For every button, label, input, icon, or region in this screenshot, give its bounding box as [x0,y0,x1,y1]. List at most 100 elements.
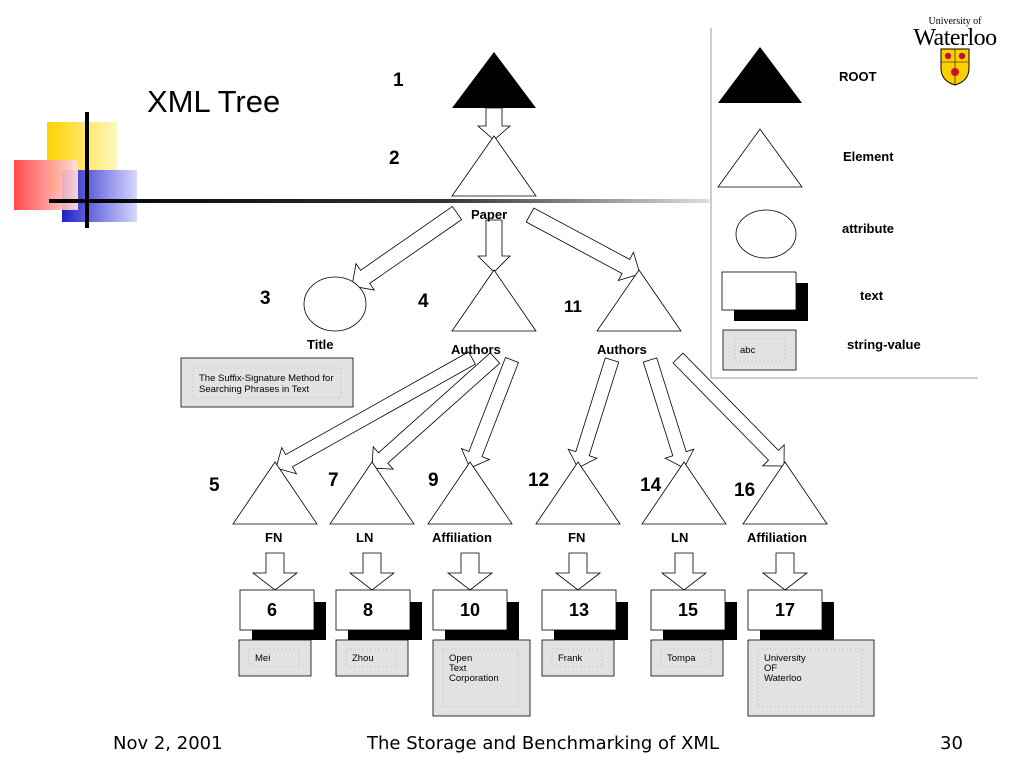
title-attribute-ellipse [303,276,367,332]
horizontal-divider [49,199,709,203]
string-value-13-line1: Frank [558,653,583,664]
element-triangle-ln-b [641,461,727,525]
footer-date: Nov 2, 2001 [113,733,223,754]
node-number-3: 3 [260,288,271,309]
legend-attribute-ellipse [735,209,797,259]
string-value-8-line1: Zhou [352,653,374,664]
node-label-paper: Paper [471,207,507,222]
node-number-2: 2 [389,148,400,169]
slide-title: XML Tree [147,84,281,119]
arrow-authors-b-affiliation [672,352,785,467]
arrow-to-text-15 [660,552,708,591]
legend-sample-value: abc [740,345,756,356]
string-value-10-line1: Open [449,653,472,664]
text-node-box-15 [650,589,726,631]
university-logo: University of Waterloo [900,16,1010,51]
element-triangle-ln-a [329,461,415,525]
node-number-12: 12 [528,470,549,491]
arrow-authors-a-fn [275,351,476,475]
arrow-to-text-10 [446,552,494,591]
logo-line1: University of [928,16,982,27]
arrow-authors-b-ln [642,357,695,469]
node-label-authors-a: Authors [451,342,501,357]
node-number-9: 9 [428,470,439,491]
element-triangle-fn-a [232,461,318,525]
legend-element-triangle [717,128,803,188]
string-value-17-line2: OF [764,663,777,674]
arrow-authors-a-affiliation [460,356,520,469]
title-value-line1: The Suffix-Signature Method for [199,373,333,384]
element-triangle-fn-b [535,461,621,525]
arrow-authors-b-fn [567,357,620,469]
arrow-to-text-6 [251,552,299,591]
paper-element-triangle [451,135,537,197]
node-number-4: 4 [418,291,429,312]
root-triangle [452,52,536,108]
string-value-10-line3: Corporation [449,673,499,684]
text-node-number-15: 15 [678,600,698,620]
text-node-number-17: 17 [775,600,795,620]
text-node-box-10 [432,589,508,631]
leaf-elements: 5FN6Mei7LN8Zhou9Affiliation10OpenTextCor… [209,461,875,717]
string-value-17-line3: Waterloo [764,673,802,684]
text-node-box-17 [747,589,823,631]
tree-arrows [275,107,785,475]
arrow-paper-authors-a [477,219,511,273]
footer-title: The Storage and Benchmarking of XML [367,733,719,754]
logo-line2: Waterloo [913,25,997,51]
string-value-box-13 [541,639,615,677]
text-node-box-8 [335,589,411,631]
arrow-to-text-8 [348,552,396,591]
legend-text-box [721,271,797,311]
arrow-to-text-17 [761,552,809,591]
text-node-number-10: 10 [460,600,480,620]
arrow-to-text-13 [554,552,602,591]
text-node-number-6: 6 [267,600,277,620]
node-label-title: Title [307,337,334,352]
title-value-line2: Searching Phrases in Text [199,384,310,395]
text-node-number-13: 13 [569,600,589,620]
legend-root-label: ROOT [839,69,877,84]
legend-string-value-label: string-value [847,337,921,352]
node-label-ln-a: LN [356,530,373,545]
element-triangle-aff-a [427,461,513,525]
legend-root-triangle [718,47,802,103]
authors-b-element-triangle [596,269,682,332]
title-value-box [180,357,354,408]
node-label-fn-b: FN [568,530,585,545]
string-value-17-line1: University [764,653,806,664]
footer-page-number: 30 [940,733,963,754]
element-triangle-aff-b [742,461,828,525]
arrow-paper-title [351,205,463,291]
legend-element-label: Element [843,149,894,164]
node-label-aff-a: Affiliation [432,530,492,545]
arrow-root-paper [476,107,512,141]
arrow-authors-a-ln [371,352,501,470]
node-number-1: 1 [393,70,404,91]
string-value-box-15 [650,639,724,677]
node-number-11: 11 [564,297,582,316]
string-value-box-8 [335,639,409,677]
legend-text-label: text [860,288,884,303]
node-label-fn-a: FN [265,530,282,545]
arrow-paper-authors-b [525,207,641,282]
legend-attribute-label: attribute [842,221,894,236]
string-value-10-line2: Text [449,663,467,674]
node-number-14: 14 [640,475,662,496]
string-value-box-10 [432,639,531,717]
crest-icon [940,48,970,86]
string-value-6-line1: Mei [255,653,270,664]
string-value-box-17 [747,639,875,717]
authors-a-element-triangle [451,269,537,332]
node-label-aff-b: Affiliation [747,530,807,545]
text-node-box-6 [239,589,315,631]
node-label-ln-b: LN [671,530,688,545]
node-label-authors-b: Authors [597,342,647,357]
text-node-number-8: 8 [363,600,373,620]
vertical-bar [85,112,89,228]
node-number-7: 7 [328,470,339,491]
string-value-box-6 [238,639,312,677]
node-number-16: 16 [734,480,755,501]
